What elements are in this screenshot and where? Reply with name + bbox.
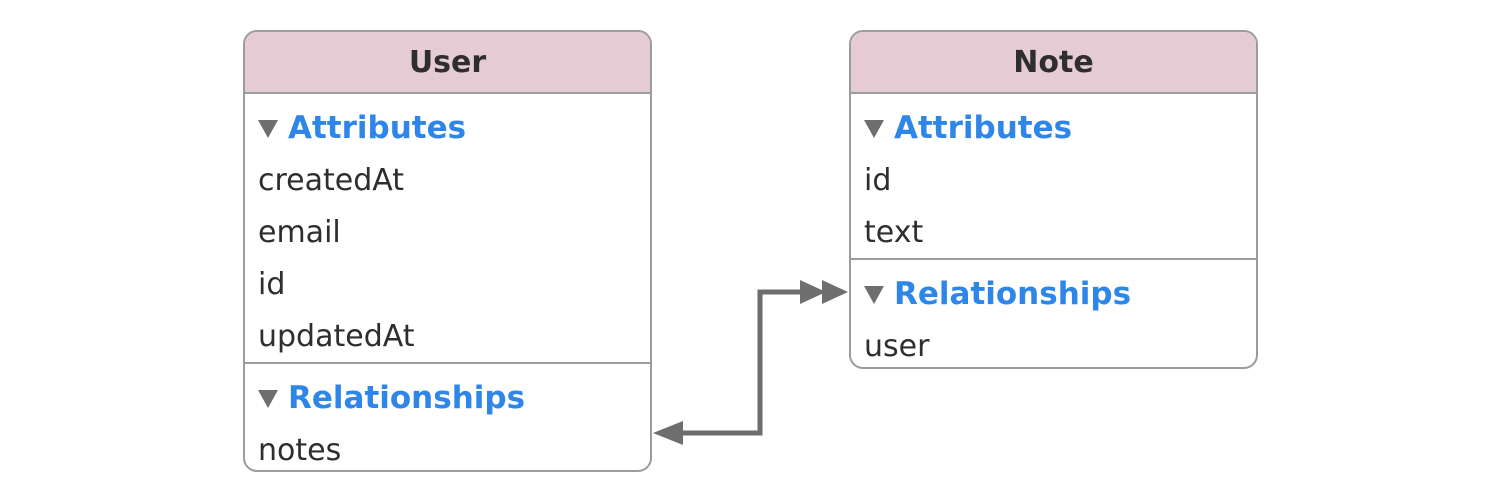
entity-title: Note <box>851 32 1256 94</box>
relationships-label: Relationships <box>288 380 526 416</box>
attributes-label: Attributes <box>894 110 1073 146</box>
disclosure-triangle-icon[interactable] <box>258 120 278 138</box>
relationships-section: Relationships user <box>851 258 1256 367</box>
entity-note[interactable]: Note Attributes id text Relationships us… <box>849 30 1258 369</box>
disclosure-triangle-icon[interactable] <box>864 286 884 304</box>
entity-user[interactable]: User Attributes createdAt email id updat… <box>243 30 652 472</box>
connector-line[interactable] <box>678 289 805 436</box>
relationships-header[interactable]: Relationships <box>851 272 1256 316</box>
single-arrowhead-icon <box>653 421 683 445</box>
relationships-header[interactable]: Relationships <box>245 376 650 420</box>
attribute-item[interactable]: createdAt <box>258 162 405 198</box>
entity-title: User <box>245 32 650 94</box>
attributes-header[interactable]: Attributes <box>245 106 650 150</box>
attributes-label: Attributes <box>288 110 467 146</box>
relationship-item[interactable]: notes <box>258 432 342 468</box>
disclosure-triangle-icon[interactable] <box>258 390 278 408</box>
attribute-item[interactable]: updatedAt <box>258 318 415 354</box>
attribute-item[interactable]: email <box>258 214 341 250</box>
attributes-section: Attributes createdAt email id updatedAt <box>245 94 650 362</box>
relationships-label: Relationships <box>894 276 1132 312</box>
relationships-section: Relationships notes <box>245 362 650 470</box>
attributes-section: Attributes id text <box>851 94 1256 258</box>
double-arrowhead-icon <box>822 280 848 304</box>
disclosure-triangle-icon[interactable] <box>864 120 884 138</box>
attribute-item[interactable]: text <box>864 214 924 250</box>
double-arrowhead-icon <box>800 280 826 304</box>
relationship-item[interactable]: user <box>864 328 930 364</box>
attributes-header[interactable]: Attributes <box>851 106 1256 150</box>
attribute-item[interactable]: id <box>258 266 286 302</box>
attribute-item[interactable]: id <box>864 162 892 198</box>
